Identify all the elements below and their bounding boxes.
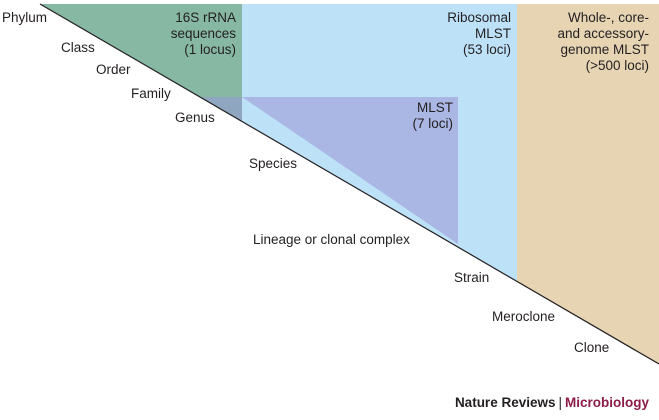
credit-separator: |: [558, 395, 562, 410]
ribosomal-label-line2: MLST: [474, 26, 511, 41]
rrna-label-line3: (1 locus): [184, 42, 236, 57]
level-strain: Strain: [454, 270, 490, 285]
level-meroclone: Meroclone: [492, 309, 556, 324]
mlst-label: MLST (7 loci): [412, 100, 453, 132]
ribosomal-mlst-label: Ribosomal MLST (53 loci): [447, 10, 511, 58]
taxonomy-diagonal: [39, 3, 659, 365]
genome-label-line3: genome MLST: [560, 42, 649, 57]
journal-credit: Nature Reviews|Microbiology: [455, 395, 649, 410]
genome-label-line2: and accessory-: [557, 26, 649, 41]
genome-mlst-label: Whole-, core- and accessory- genome MLST…: [557, 10, 649, 74]
level-species: Species: [249, 156, 298, 171]
level-order: Order: [96, 62, 131, 77]
rrna-label-line1: 16S rRNA: [175, 10, 236, 25]
ribosomal-label-line1: Ribosomal: [447, 10, 511, 25]
level-lineage: Lineage or clonal complex: [253, 232, 410, 247]
rrna-label-line2: sequences: [170, 26, 236, 41]
level-class: Class: [61, 40, 95, 55]
journal-subject: Microbiology: [565, 395, 649, 410]
genome-label-line1: Whole-, core-: [567, 10, 649, 25]
journal-name: Nature Reviews: [454, 395, 556, 410]
level-clone: Clone: [574, 340, 610, 355]
mlst-region: [242, 97, 458, 244]
genome-label-line4: (>500 loci): [585, 58, 649, 73]
level-genus: Genus: [175, 110, 215, 125]
ribosomal-label-line3: (53 loci): [462, 42, 511, 57]
level-family: Family: [131, 86, 171, 101]
genome-mlst-region: [517, 4, 659, 364]
rrna-label: 16S rRNA sequences (1 locus): [171, 10, 236, 58]
mlst-label-line2: (7 loci): [412, 116, 453, 131]
level-phylum: Phylum: [2, 10, 48, 25]
mlst-label-line1: MLST: [416, 100, 453, 115]
